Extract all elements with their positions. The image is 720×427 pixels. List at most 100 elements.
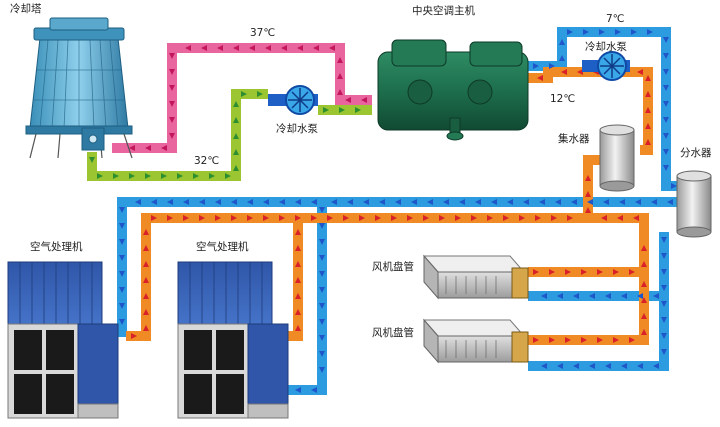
flow-arrow <box>533 337 539 343</box>
flow-arrow <box>503 215 509 221</box>
flow-arrow <box>541 363 547 369</box>
orange-right-ahu-pipe <box>288 218 303 341</box>
flow-arrow <box>661 285 667 291</box>
flow-arrow <box>169 69 175 75</box>
flow-arrow <box>585 175 591 181</box>
flow-arrow <box>587 199 593 205</box>
flow-arrow <box>363 199 369 205</box>
flow-arrow <box>161 145 167 151</box>
flow-arrow <box>645 123 651 129</box>
flow-arrow <box>263 199 269 205</box>
flow-arrow <box>549 63 555 69</box>
flow-arrow <box>161 173 167 179</box>
flow-arrow <box>605 293 611 299</box>
water-collector-tank <box>599 124 635 192</box>
flow-arrow <box>533 269 539 275</box>
flow-arrow <box>209 173 215 179</box>
flow-arrow <box>119 303 125 309</box>
flow-arrow <box>143 261 149 267</box>
flow-arrow <box>311 215 317 221</box>
fan-coil-unit-bottom <box>422 318 529 364</box>
flow-arrow <box>581 337 587 343</box>
flow-arrow <box>135 199 141 205</box>
flow-arrow <box>295 309 301 315</box>
ahu-left-label: 空气处理机 <box>30 240 83 253</box>
flow-arrow <box>637 363 643 369</box>
flow-arrow <box>319 271 325 277</box>
flow-arrow <box>631 29 637 35</box>
flow-arrow <box>145 173 151 179</box>
flow-arrow <box>231 215 237 221</box>
flow-arrow <box>183 199 189 205</box>
flow-arrow <box>407 215 413 221</box>
flow-arrow <box>411 199 417 205</box>
flow-arrow <box>601 215 607 221</box>
flow-arrow <box>379 199 385 205</box>
flow-arrow <box>151 215 157 221</box>
flow-arrow <box>225 173 231 179</box>
cooling-tower-label: 冷却塔 <box>10 2 42 15</box>
flow-arrow <box>231 199 237 205</box>
flow-arrow <box>143 229 149 235</box>
flow-arrow <box>635 199 641 205</box>
flow-arrow <box>599 29 605 35</box>
flow-arrow <box>395 199 401 205</box>
flow-arrow <box>143 245 149 251</box>
flow-arrow <box>319 239 325 245</box>
flow-arrow <box>257 91 263 97</box>
flow-arrow <box>199 199 205 205</box>
flow-arrow <box>557 363 563 369</box>
flow-arrow <box>475 199 481 205</box>
flow-arrow <box>319 335 325 341</box>
flow-arrow <box>295 387 301 393</box>
flow-arrow <box>233 45 239 51</box>
flow-arrow <box>295 261 301 267</box>
flow-arrow <box>549 269 555 275</box>
cooling-pump-right <box>582 51 630 81</box>
flow-arrow <box>645 107 651 113</box>
flow-arrow <box>391 215 397 221</box>
flow-arrow <box>671 183 677 189</box>
flow-arrow <box>491 199 497 205</box>
flow-arrow <box>519 215 525 221</box>
flow-arrow <box>247 215 253 221</box>
flow-arrow <box>143 277 149 283</box>
flow-arrow <box>641 261 647 267</box>
orange-fcu-return-pipe <box>528 213 649 277</box>
flow-arrow <box>573 293 579 299</box>
flow-arrow <box>199 215 205 221</box>
flow-arrow <box>185 45 191 51</box>
flow-arrow <box>645 139 651 145</box>
flow-arrow <box>215 199 221 205</box>
flow-arrow <box>347 199 353 205</box>
flow-arrow <box>295 215 301 221</box>
flow-arrow <box>663 133 669 139</box>
flow-arrow <box>427 199 433 205</box>
flow-arrow <box>633 215 639 221</box>
flow-arrow <box>375 215 381 221</box>
flow-arrow <box>641 329 647 335</box>
flow-arrow <box>663 165 669 171</box>
flow-arrow <box>97 173 103 179</box>
flow-arrow <box>263 215 269 221</box>
flow-arrow <box>327 215 333 221</box>
flow-arrow <box>653 363 659 369</box>
flow-arrow <box>661 349 667 355</box>
flow-arrow <box>647 29 653 35</box>
flow-arrow <box>663 117 669 123</box>
flow-arrow <box>201 45 207 51</box>
central-chiller <box>377 39 529 141</box>
orange-fcu-bottom-return-pipe <box>528 272 649 345</box>
flow-arrow <box>313 45 319 51</box>
flow-arrow <box>193 173 199 179</box>
flow-arrow <box>319 207 325 213</box>
flow-arrow <box>557 293 563 299</box>
flow-arrow <box>565 269 571 275</box>
flow-arrow <box>613 337 619 343</box>
flow-arrow <box>507 199 513 205</box>
flow-arrow <box>523 199 529 205</box>
flow-arrow <box>533 63 539 69</box>
flow-arrow <box>319 287 325 293</box>
flow-arrow <box>295 229 301 235</box>
flow-arrow <box>295 277 301 283</box>
